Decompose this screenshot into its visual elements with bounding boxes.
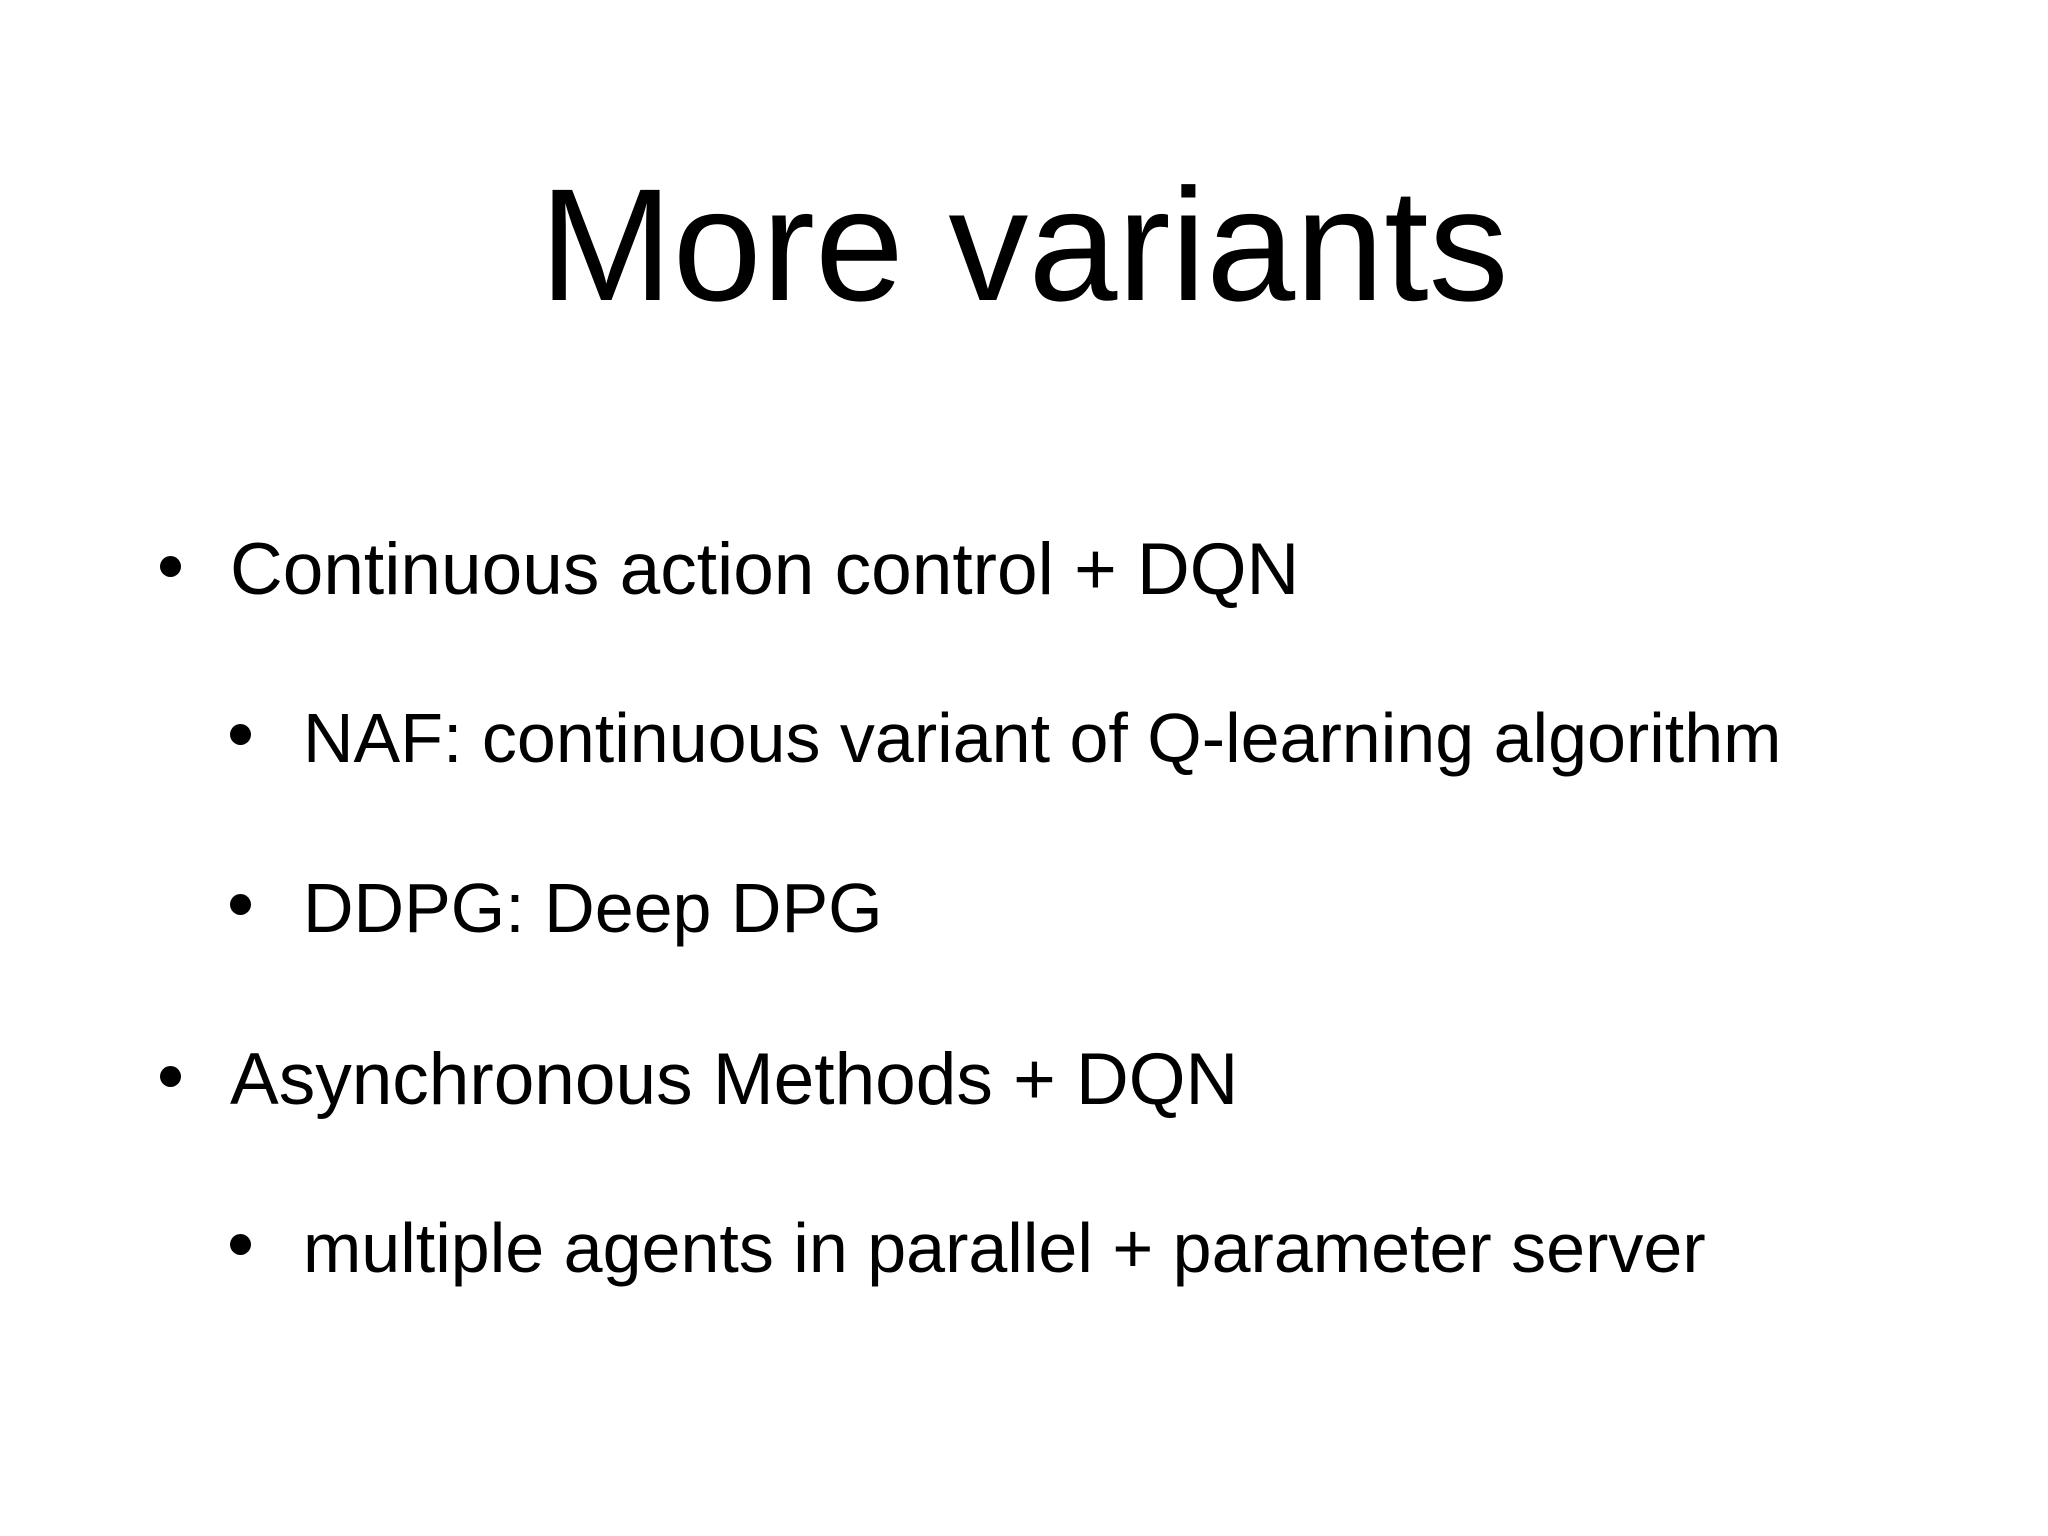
bullet-item: multiple agents in parallel + parameter …: [0, 1206, 2048, 1376]
bullet-icon: [230, 894, 251, 915]
bullet-item: DDPG: Deep DPG: [0, 866, 2048, 1036]
bullet-text: NAF: continuous variant of Q-learning al…: [303, 699, 1782, 777]
bullet-text: Asynchronous Methods + DQN: [230, 1039, 1239, 1120]
bullet-icon: [230, 1234, 251, 1255]
bullet-text: DDPG: Deep DPG: [303, 869, 883, 947]
bullet-icon: [230, 724, 251, 745]
bullet-icon: [160, 1066, 181, 1087]
bullet-text: Continuous action control + DQN: [230, 529, 1300, 610]
bullet-list: Continuous action control + DQN NAF: con…: [0, 526, 2048, 1376]
bullet-icon: [160, 556, 181, 577]
slide-title: More variants: [539, 155, 1509, 334]
bullet-item: Asynchronous Methods + DQN: [0, 1036, 2048, 1206]
bullet-item: Continuous action control + DQN: [0, 526, 2048, 696]
bullet-text: multiple agents in parallel + parameter …: [303, 1209, 1706, 1287]
bullet-item: NAF: continuous variant of Q-learning al…: [0, 696, 2048, 866]
